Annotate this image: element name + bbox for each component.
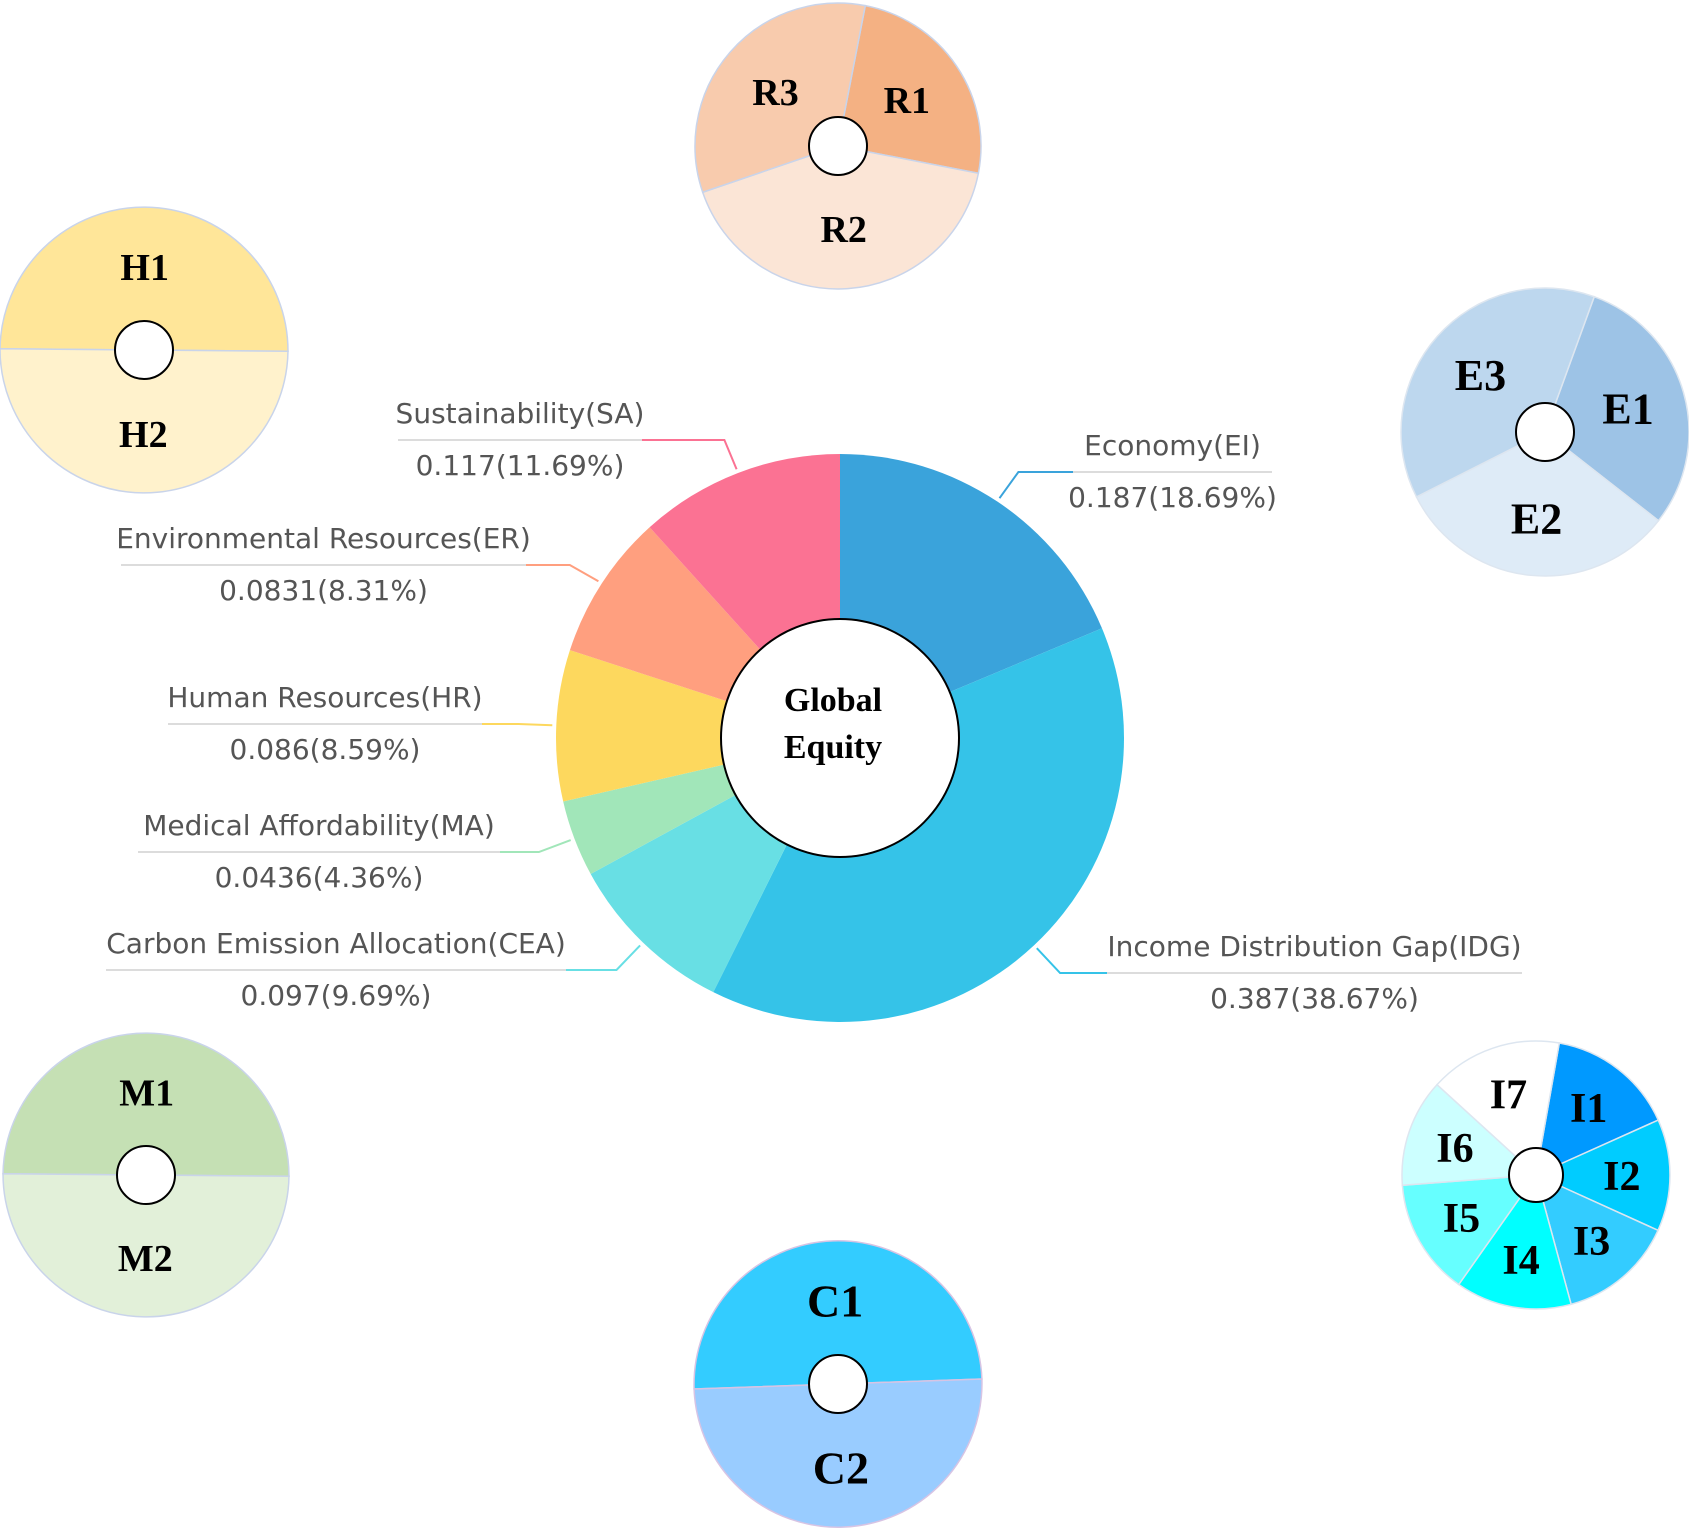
- sub-label-r1: R1: [884, 80, 930, 122]
- label-name-cea: Carbon Emission Allocation(CEA): [106, 927, 566, 960]
- label-value-ei: 0.187(18.69%): [1068, 481, 1277, 514]
- sub-label-i5: I5: [1443, 1196, 1480, 1242]
- main-donut-labels: Economy(EI) 0.187(18.69%) Income Distribut…: [106, 397, 1522, 1015]
- slice-hr: [555, 650, 840, 802]
- sub-label-m1: M1: [119, 1072, 174, 1114]
- sub-label-c2: C2: [813, 1443, 869, 1494]
- leader-line-hr: [482, 723, 553, 727]
- sub-label-i4: I4: [1502, 1238, 1539, 1284]
- sub-donut-hole-c: [808, 1354, 868, 1414]
- sub-donut-hole-i: [1508, 1147, 1564, 1203]
- main-donut-center: Global Equity: [720, 618, 960, 858]
- sub-label-e3: E3: [1455, 351, 1506, 400]
- sub-donut-hole-e: [1515, 402, 1575, 462]
- sub-label-e2: E2: [1511, 494, 1562, 543]
- sub-label-e1: E1: [1602, 385, 1653, 434]
- center-hole: [720, 618, 960, 858]
- sub-slice-c2: [693, 1378, 983, 1528]
- sub-slice-e3: [1400, 287, 1596, 498]
- sub-label-r3: R3: [752, 72, 798, 114]
- sub-slice-e2: [1415, 431, 1660, 577]
- label-name-sa: Sustainability(SA): [396, 397, 645, 430]
- sub-label-m2: M2: [118, 1238, 173, 1280]
- leader-line-idg: [1036, 947, 1107, 974]
- label-name-ma: Medical Affordability(MA): [143, 809, 495, 842]
- sub-label-i3: I3: [1573, 1219, 1610, 1265]
- sub-slice-i3: [1534, 1173, 1660, 1306]
- label-name-hr: Human Resources(HR): [167, 681, 482, 714]
- sub-slice-h2: [0, 347, 289, 494]
- label-name-er: Environmental Resources(ER): [116, 522, 531, 555]
- sub-label-c1: C1: [807, 1276, 863, 1327]
- leader-line-ma: [500, 839, 572, 853]
- label-name-idg: Income Distribution Gap(IDG): [1107, 930, 1521, 963]
- leader-line-ei: [998, 471, 1073, 499]
- sub-label-i2: I2: [1603, 1154, 1640, 1200]
- sub-label-i6: I6: [1436, 1126, 1473, 1172]
- label-name-ei: Economy(EI): [1084, 429, 1261, 462]
- leader-line-cea: [566, 944, 641, 971]
- sub-label-h2: H2: [119, 414, 168, 456]
- sub-slice-i5: [1401, 1174, 1538, 1286]
- label-value-cea: 0.097(9.69%): [241, 979, 432, 1012]
- sub-donut-hole-m: [116, 1145, 176, 1205]
- label-value-ma: 0.0436(4.36%): [215, 861, 424, 894]
- sub-slice-m2: [2, 1172, 290, 1318]
- sub-label-r2: R2: [820, 209, 866, 251]
- sub-slice-h1: [0, 206, 289, 353]
- sub-slice-c1: [693, 1240, 983, 1390]
- label-value-sa: 0.117(11.69%): [416, 449, 625, 482]
- label-value-hr: 0.086(8.59%): [230, 733, 421, 766]
- sub-slice-i2: [1534, 1119, 1671, 1232]
- sub-slice-r2: [701, 145, 980, 290]
- sub-slice-i6: [1401, 1083, 1538, 1187]
- sub-label-h1: H1: [120, 247, 169, 289]
- center-label-line-1: Global: [784, 682, 882, 719]
- sub-label-i7: I7: [1490, 1073, 1527, 1119]
- sub-donut-hole-h: [114, 320, 174, 380]
- sub-slice-m1: [2, 1032, 290, 1178]
- sub-label-i1: I1: [1570, 1086, 1607, 1132]
- sub-slice-i1: [1535, 1042, 1660, 1177]
- sub-donut-hole-r: [808, 116, 868, 176]
- sub-slice-i4: [1457, 1173, 1573, 1310]
- label-value-er: 0.0831(8.31%): [219, 574, 428, 607]
- sub-slice-i7: [1435, 1040, 1561, 1177]
- center-label-line-2: Equity: [784, 729, 882, 766]
- label-value-idg: 0.387(38.67%): [1210, 982, 1419, 1015]
- sub-slice-r1: [837, 4, 982, 175]
- sub-slice-e1: [1544, 295, 1689, 522]
- leader-line-er: [526, 564, 599, 583]
- leader-line-sa: [642, 439, 738, 470]
